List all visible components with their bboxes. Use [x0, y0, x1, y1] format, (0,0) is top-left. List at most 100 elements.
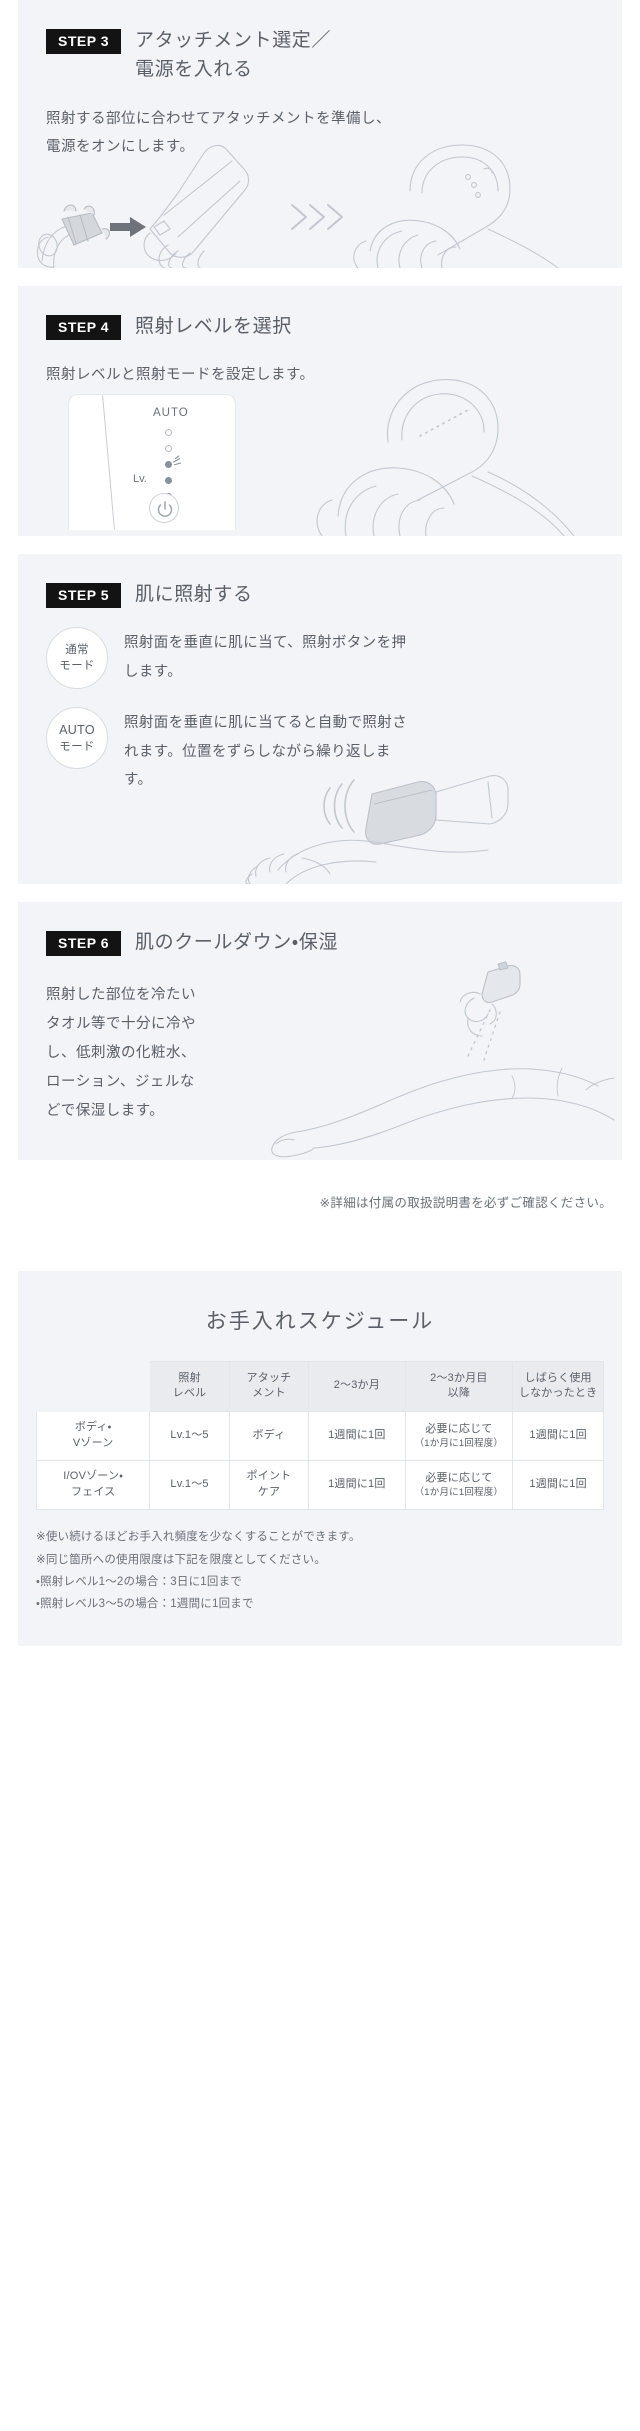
schedule-table-body: ボディ・ Vゾーン Lv.1〜5 ボディ 1週間に1回 必要に応じて （1か月に…	[35, 1411, 604, 1511]
step-6-title: 肌のクールダウン・保湿	[135, 932, 339, 953]
row-1-label-line2: フェイス	[70, 1486, 116, 1499]
mode-text-normal: 照射面を垂直に肌に当て、照射ボタンを押 します。	[124, 627, 406, 686]
step-4-illustration-svg	[316, 379, 575, 536]
step-6-body-line4: ローション、ジェルな	[46, 1074, 195, 1091]
step-4-panel: AUTO Lv.	[68, 394, 236, 530]
step-6-illustration	[262, 960, 622, 1160]
row-1-attachment-line2: ケア	[257, 1486, 281, 1499]
power-button[interactable]	[149, 493, 179, 523]
level-dot-5	[165, 429, 172, 436]
panel-level-label: Lv.	[133, 473, 147, 485]
schedule-note-3: ・照射レベル1〜2の場合：3日に1回まで	[36, 1575, 242, 1588]
header-period-3-line2: しなかったとき	[518, 1387, 598, 1400]
header-period-2-line2: 以降	[447, 1387, 471, 1400]
step-3-title-line2: 電源を入れる	[135, 59, 253, 81]
step-6-body-line2: タオル等で十分に冷や	[46, 1016, 196, 1033]
step-3-heading: STEP 3 アタッチメント選定／ 電源を入れる	[46, 26, 594, 85]
step-4-body: 照射レベルと照射モードを設定します。	[46, 361, 594, 389]
row-0-period-1: 1週間に1回	[308, 1411, 406, 1462]
mode-badge-auto-line2: モード	[59, 741, 95, 754]
schedule-title: お手入れスケジュール	[205, 1309, 435, 1333]
step-3-badge: STEP 3	[46, 29, 121, 55]
step-4-heading: STEP 4 照射レベルを選択	[46, 312, 594, 341]
step-3-illustration	[18, 133, 622, 268]
mode-text-normal-line2: します。	[124, 663, 183, 680]
mode-row-auto: AUTO モード 照射面を垂直に肌に当てると自動で照射さ れます。位置をずらしな…	[46, 707, 594, 794]
row-0-attachment: ボディ	[228, 1411, 310, 1462]
mode-text-auto: 照射面を垂直に肌に当てると自動で照射さ れます。位置をずらしながら繰り返しま す…	[124, 707, 407, 794]
schedule-table: 照射 レベル アタッチ メント 2〜3か月 2〜3か月目 以降 しばらく使用 し	[35, 1360, 604, 1511]
header-level: 照射 レベル	[149, 1360, 230, 1413]
step-card-4: STEP 4 照射レベルを選択 照射レベルと照射モードを設定します。 AUTO	[18, 286, 622, 536]
row-1-period-3: 1週間に1回	[512, 1460, 604, 1511]
row-1-label: I/OVゾーン・ フェイス	[35, 1460, 151, 1511]
step-6-body-line5: どで保湿します。	[46, 1103, 165, 1120]
step-3-illustration-svg	[36, 144, 559, 268]
schedule-table-head: 照射 レベル アタッチ メント 2〜3か月 2〜3か月目 以降 しばらく使用 し	[35, 1360, 604, 1413]
mode-badge-normal-line2: モード	[59, 660, 95, 673]
step-3-title-line1: アタッチメント選定／	[135, 30, 332, 51]
row-1-period-2-main: 必要に応じて	[425, 1472, 493, 1485]
panel-level-dots	[165, 429, 182, 500]
mode-badge-auto-line1: AUTO	[59, 723, 95, 738]
step-card-6: STEP 6 肌のクールダウン・保湿 照射した部位を冷たい タオル等で十分に冷や…	[18, 902, 622, 1160]
table-row: ボディ・ Vゾーン Lv.1〜5 ボディ 1週間に1回 必要に応じて （1か月に…	[35, 1411, 604, 1462]
header-level-line1: 照射	[178, 1371, 201, 1384]
row-0-level: Lv.1〜5	[149, 1411, 230, 1462]
step-3-title: アタッチメント選定／ 電源を入れる	[135, 26, 331, 85]
schedule-note-1: ※使い続けるほどお手入れ頻度を少なくすることができます。	[36, 1531, 361, 1544]
step-6-illustration-svg	[271, 961, 615, 1158]
step-5-badge: STEP 5	[46, 583, 121, 609]
header-period-1: 2〜3か月	[308, 1360, 406, 1413]
step-card-3: STEP 3 アタッチメント選定／ 電源を入れる 照射する部位に合わせてアタッチ…	[18, 0, 622, 268]
level-dot-4	[165, 445, 172, 452]
header-level-line2: レベル	[172, 1387, 207, 1400]
section-gap	[0, 1215, 640, 1271]
schedule-notes: ※使い続けるほどお手入れ頻度を少なくすることができます。 ※同じ箇所への使用限度…	[36, 1526, 604, 1616]
row-1-period-2: 必要に応じて （1か月に1回程度）	[404, 1460, 514, 1511]
header-period-2: 2〜3か月目 以降	[404, 1360, 514, 1413]
footnote: ※詳細は付属の取扱説明書を必ずご確認ください。	[319, 1196, 612, 1210]
row-1-attachment-line1: ポイント	[246, 1470, 292, 1483]
header-blank	[35, 1360, 151, 1413]
mode-badge-normal: 通常 モード	[46, 627, 108, 690]
blink-icon	[173, 455, 182, 466]
row-1-attachment: ポイント ケア	[228, 1460, 310, 1511]
instruction-page: STEP 3 アタッチメント選定／ 電源を入れる 照射する部位に合わせてアタッチ…	[0, 0, 640, 1646]
header-period-2-line1: 2〜3か月目	[430, 1371, 488, 1384]
row-1-period-2-sub: （1か月に1回程度）	[414, 1486, 504, 1498]
header-attachment: アタッチ メント	[228, 1360, 310, 1413]
row-0-period-2-sub: （1か月に1回程度）	[414, 1438, 504, 1450]
step-6-badge: STEP 6	[46, 931, 121, 957]
step-5-heading: STEP 5 肌に照射する	[46, 580, 594, 609]
table-header-row: 照射 レベル アタッチ メント 2〜3か月 2〜3か月目 以降 しばらく使用 し	[35, 1360, 604, 1413]
level-dot-3-active	[165, 455, 182, 468]
header-attachment-line2: メント	[252, 1387, 286, 1400]
step-6-body-line3: し、低刺激の化粧水、	[46, 1045, 196, 1062]
table-row: I/OVゾーン・ フェイス Lv.1〜5 ポイント ケア 1週間に1回 必要に応…	[35, 1460, 604, 1511]
mode-text-normal-line1: 照射面を垂直に肌に当て、照射ボタンを押	[124, 635, 407, 652]
mode-badge-auto: AUTO モード	[46, 707, 108, 770]
step-3-body-line2: 電源をオンにします。	[46, 139, 195, 156]
schedule-note-4: ・照射レベル3〜5の場合：1週間に1回まで	[36, 1598, 254, 1611]
step-3-body-line1: 照射する部位に合わせてアタッチメントを準備し、	[46, 110, 391, 127]
row-0-period-3: 1週間に1回	[512, 1411, 604, 1462]
power-icon	[157, 501, 173, 517]
row-0-label: ボディ・ Vゾーン	[35, 1411, 151, 1462]
row-0-period-2: 必要に応じて （1か月に1回程度）	[404, 1411, 514, 1462]
row-0-period-2-main: 必要に応じて	[425, 1423, 493, 1436]
step-4-body-line1: 照射レベルと照射モードを設定します。	[46, 367, 315, 384]
schedule-note-2: ※同じ箇所への使用限度は下記を限度としてください。	[36, 1553, 326, 1566]
row-1-level: Lv.1〜5	[149, 1460, 230, 1511]
mode-text-auto-line2: れます。位置をずらしながら繰り返しま	[124, 743, 391, 760]
step-4-illustration	[292, 376, 622, 536]
panel-auto-label: AUTO	[153, 407, 189, 419]
row-1-period-1: 1週間に1回	[308, 1460, 406, 1511]
header-period-3: しばらく使用 しなかったとき	[512, 1360, 604, 1413]
schedule-section: お手入れスケジュール 照射 レベル アタッチ メント 2〜3か月	[18, 1270, 622, 1646]
step-5-illustration	[242, 774, 622, 884]
step-6-heading: STEP 6 肌のクールダウン・保湿	[46, 928, 594, 957]
mode-badge-normal-line1: 通常	[65, 643, 89, 656]
step-3-body: 照射する部位に合わせてアタッチメントを準備し、 電源をオンにします。	[46, 105, 594, 162]
step-5-illustration-svg	[245, 775, 509, 884]
